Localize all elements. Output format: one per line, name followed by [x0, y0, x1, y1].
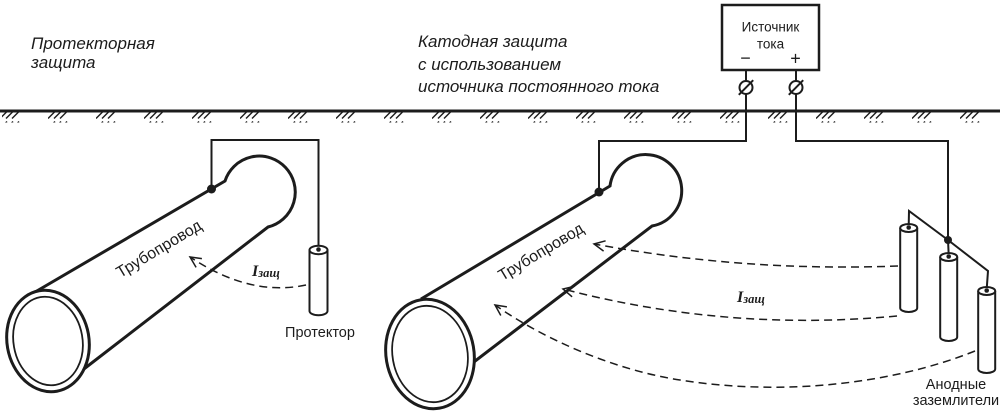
pipe-right-rim-inner	[391, 304, 469, 404]
left-title: Протекторная защита	[30, 34, 155, 72]
anode-rod-1-dot	[906, 225, 911, 230]
right-title: Катодная защита с использованием источни…	[418, 32, 659, 96]
negative-wire	[598, 70, 747, 192]
pipe-right-connection-dot	[594, 187, 604, 197]
current-arrowhead-3	[493, 304, 508, 316]
positive-terminal-label: +	[790, 49, 801, 69]
left-title-line-1: Протекторная	[31, 34, 155, 53]
power-source-label-line-1: Источник	[742, 20, 800, 35]
anode-rod-1-body	[899, 228, 919, 313]
pipe-right-rim-outer	[384, 297, 476, 411]
current-arrowhead-1	[592, 240, 606, 252]
anode-rod-2-dot	[946, 254, 951, 259]
ground-hatch	[2, 112, 998, 123]
protector-wire	[210, 139, 320, 247]
power-source-label-line-2: тока	[757, 37, 785, 52]
positive-wire	[795, 70, 949, 240]
protector-contact-dot	[316, 247, 321, 252]
protector-rod-body	[308, 250, 329, 317]
pipe-right-outline	[420, 153, 684, 370]
right-title-line-2: с использованием	[418, 55, 561, 74]
pipe-left: Трубопровод	[5, 154, 297, 394]
current-label-right: Iзащ	[736, 289, 765, 306]
current-flow-right	[493, 240, 976, 388]
pipe-left-rim-inner	[12, 295, 84, 387]
protector-rod	[308, 244, 329, 317]
current-curve-3	[494, 304, 976, 388]
anodes-label-line-2: заземлители	[913, 393, 999, 409]
anode-rod-3-dot	[984, 288, 989, 293]
anode-rod-2-body	[939, 257, 959, 342]
anode-rod-3	[977, 286, 997, 374]
contact-terminal-icon-right	[788, 79, 804, 96]
right-title-line-3: источника постоянного тока	[418, 77, 659, 96]
current-arrowhead-left	[188, 256, 202, 268]
pipe-left-connection-dot	[207, 184, 216, 194]
pipe-left-outline	[29, 154, 297, 374]
current-arrowhead-2	[561, 285, 575, 298]
anode-rod-2	[939, 252, 959, 342]
pipe-left-face	[30, 156, 296, 372]
current-curve-left	[189, 256, 307, 289]
power-source-box: Источник тока − +	[720, 3, 821, 72]
current-curve-2	[562, 288, 898, 322]
left-title-line-2: защита	[30, 53, 96, 72]
anodes-label: Анодные заземлители	[913, 377, 999, 409]
pipe-right-face	[421, 154, 682, 368]
current-curve-1	[593, 243, 899, 268]
pipe-right: Трубопровод	[384, 153, 684, 411]
current-flow-left	[188, 256, 307, 289]
right-title-line-1: Катодная защита	[418, 32, 567, 51]
junction-dot	[944, 236, 952, 244]
current-label-left: Iзащ	[251, 263, 280, 280]
anodes-label-line-1: Анодные	[926, 377, 986, 393]
anode-rod-3-body	[977, 291, 997, 374]
anode-rod-1	[899, 223, 919, 313]
protector-label: Протектор	[285, 325, 355, 341]
contact-terminal-icon-left	[738, 79, 754, 96]
power-source-outline	[720, 3, 821, 72]
negative-terminal-label: −	[740, 48, 751, 68]
pipe-left-rim-outer	[5, 288, 91, 394]
